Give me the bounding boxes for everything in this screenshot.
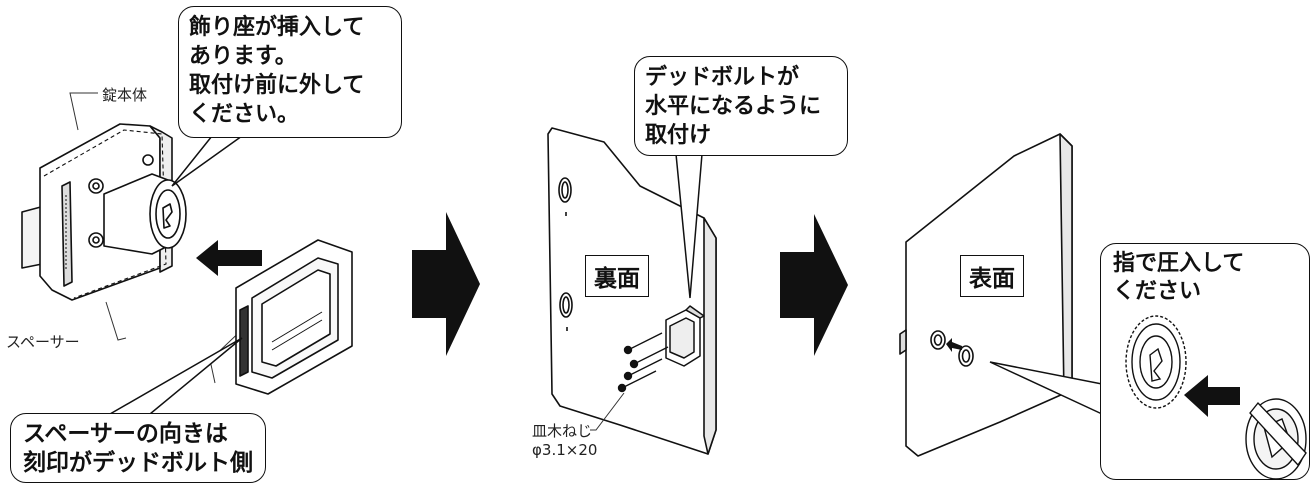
callout-spacer-tail — [107, 337, 243, 415]
label-lock-body: 錠本体 — [102, 86, 148, 104]
lock-body — [21, 123, 187, 301]
label-screw-size: φ3.1×20 — [532, 441, 598, 459]
screw-leader — [590, 392, 625, 431]
small-insert-arrow — [946, 338, 962, 352]
callout-line: スペーサーの向きは — [23, 421, 228, 447]
mounted-lock — [665, 305, 705, 367]
spacer-frame — [235, 239, 353, 395]
callout-line: 水平になるように — [645, 94, 822, 119]
label-back-face: 裏面 — [585, 255, 649, 297]
callout-line: 刻印がデッドボルト側 — [23, 450, 253, 476]
callout-line: 指で圧入して — [1113, 251, 1245, 276]
callout-line: 取付け — [645, 123, 712, 148]
callout-spacer-orientation: スペーサーの向きは 刻印がデッドボルト側 — [10, 413, 266, 483]
callout-line: あります。 — [189, 44, 297, 69]
callout-line: ください。 — [189, 102, 300, 127]
callout-deadbolt-level: デッドボルトが 水平になるように 取付け — [634, 56, 848, 156]
callout-decor-insert: 飾り座が挿入して あります。 取付け前に外して ください。 — [178, 6, 402, 138]
flow-arrow-2 — [780, 214, 848, 356]
callout-line: 取付け前に外して — [189, 73, 365, 98]
callout-line: ください — [1113, 279, 1202, 304]
callout-line: デッドボルトが — [645, 65, 800, 90]
callout-press-in: 指で圧入して ください — [1100, 243, 1310, 480]
label-front-face: 表面 — [960, 255, 1024, 297]
push-arrow — [196, 240, 262, 276]
callout-insert-tail — [171, 135, 245, 187]
callout-line: 飾り座が挿入して — [189, 15, 365, 40]
wood-screws — [617, 332, 669, 393]
decor-rosette-illustration — [1125, 315, 1307, 480]
flow-arrow-1 — [412, 212, 480, 356]
label-spacer: スペーサー — [6, 333, 80, 351]
label-screw-name: 皿木ねじ — [532, 422, 593, 440]
